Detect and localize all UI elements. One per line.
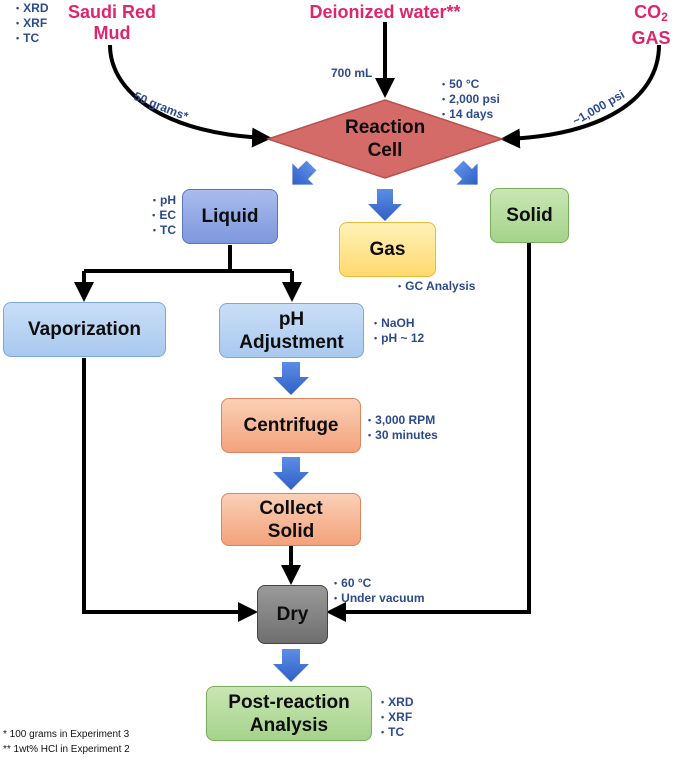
dry-condition-item: Under vacuum xyxy=(334,591,424,606)
dry-condition-item: 60 °C xyxy=(334,576,425,591)
reaction-cell: Reaction Cell xyxy=(325,114,445,164)
vaporization-label: Vaporization xyxy=(28,319,141,340)
connector-vaporization-to-dry xyxy=(82,358,258,622)
connector-solid-to-dry xyxy=(326,243,531,622)
liquid-test-item: EC xyxy=(140,208,176,223)
post-reaction-node: Post-reaction Analysis xyxy=(206,686,372,741)
dry-label: Dry xyxy=(276,604,309,625)
co2-text: CO xyxy=(634,2,662,22)
ph-condition-item: pH ~ 12 xyxy=(374,331,424,346)
centrifuge-condition-item: 3,000 RPM xyxy=(368,413,438,428)
post-test-item: TC xyxy=(381,725,414,740)
connector-red-mud-to-cell xyxy=(108,44,272,148)
input-red-mud-label: Saudi Red Mud xyxy=(67,2,156,43)
liquid-label: Liquid xyxy=(201,206,259,227)
post-test-item: XRF xyxy=(381,710,414,725)
reaction-condition-item: 2,000 psi xyxy=(442,92,500,107)
block-arrow-ph-to-centrifuge xyxy=(273,362,309,395)
block-arrow-cell-to-solid xyxy=(453,160,478,185)
post-tests: XRD XRF TC xyxy=(381,695,414,740)
centrifuge-label: Centrifuge xyxy=(243,415,339,436)
gas-node: Gas xyxy=(339,222,436,277)
footnote-1: * 100 grams in Experiment 3 xyxy=(3,729,130,740)
liquid-test-item: pH xyxy=(140,193,176,208)
reaction-cell-label: Reaction Cell xyxy=(345,117,426,161)
connector-co2-to-cell xyxy=(500,44,661,149)
liquid-tests: pH EC TC xyxy=(140,193,176,238)
red-mud-tests: XRD XRF TC xyxy=(16,1,49,46)
input-water-label: Deionized water** xyxy=(309,2,461,22)
reaction-condition-item: 14 days xyxy=(442,107,500,122)
collect-solid-node: Collect Solid xyxy=(221,493,361,546)
red-mud-test-item: XRD xyxy=(16,1,48,16)
gas-tests: GC Analysis xyxy=(398,279,475,294)
dry-node: Dry xyxy=(257,585,328,644)
post-reaction-label: Post-reaction Analysis xyxy=(228,691,350,736)
centrifuge-conditions: 3,000 RPM 30 minutes xyxy=(368,413,438,443)
red-mud-test-item: XRF xyxy=(16,16,49,31)
centrifuge-node: Centrifuge xyxy=(221,398,361,453)
post-test-item: XRD xyxy=(381,695,413,710)
liquid-node: Liquid xyxy=(182,189,278,244)
amount-water: 700 mL xyxy=(331,66,373,80)
vaporization-node: Vaporization xyxy=(3,302,166,357)
block-arrow-cell-to-liquid xyxy=(292,160,317,185)
ph-adjustment-label: pH Adjustment xyxy=(239,308,344,353)
gas-test-item: GC Analysis xyxy=(398,279,475,294)
input-co2-label: CO2 GAS xyxy=(618,2,684,49)
reaction-condition-item: 50 °C xyxy=(442,77,500,92)
gas-label: Gas xyxy=(369,239,406,260)
liquid-test-item: TC xyxy=(140,223,176,238)
block-arrow-centrifuge-to-collect xyxy=(273,457,309,490)
solid-node: Solid xyxy=(490,188,569,243)
dry-conditions: 60 °C Under vacuum xyxy=(334,576,425,606)
block-arrow-cell-to-gas xyxy=(368,189,402,221)
reaction-conditions: 50 °C 2,000 psi 14 days xyxy=(442,77,500,122)
ph-adjustment-node: pH Adjustment xyxy=(219,303,364,358)
co2-subscript: 2 xyxy=(661,10,668,24)
solid-label: Solid xyxy=(506,205,553,226)
footnote-2: ** 1wt% HCl in Experiment 2 xyxy=(3,744,130,755)
collect-solid-label: Collect Solid xyxy=(259,497,323,542)
footnotes: * 100 grams in Experiment 3 ** 1wt% HCl … xyxy=(3,727,130,757)
block-arrow-dry-to-post xyxy=(273,649,309,682)
red-mud-test-item: TC xyxy=(16,31,49,46)
ph-conditions: NaOH pH ~ 12 xyxy=(374,316,424,346)
co2-gas-text: GAS xyxy=(631,28,671,48)
centrifuge-condition-item: 30 minutes xyxy=(368,428,438,443)
ph-condition-item: NaOH xyxy=(374,316,424,331)
